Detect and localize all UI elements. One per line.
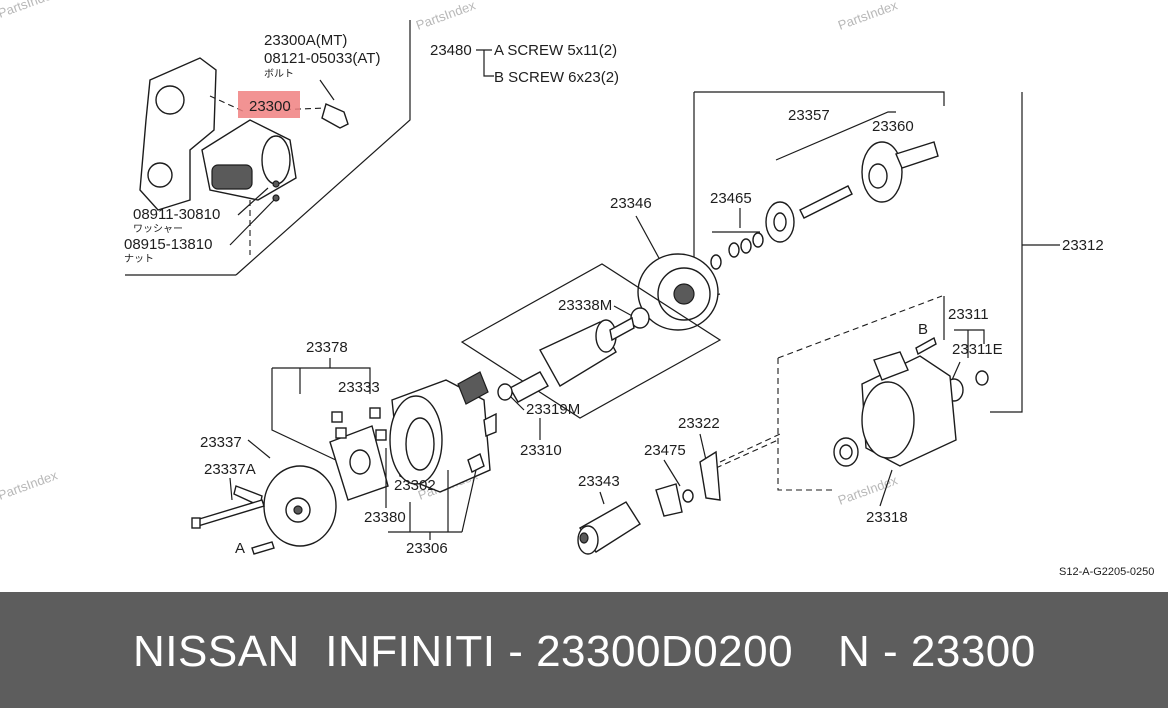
part-23306-small-parts[interactable] xyxy=(467,453,485,473)
callout-23343[interactable]: 23343 xyxy=(578,473,620,490)
callout-ref-a[interactable]: A xyxy=(235,540,245,557)
part-screw-b[interactable] xyxy=(915,336,937,356)
caption-part-number: NISSAN INFINITI - 23300D0200 xyxy=(133,627,794,676)
watermark: PartsIndex xyxy=(0,0,60,21)
part-23302-field-housing[interactable] xyxy=(389,371,497,493)
callout-screw-a[interactable]: A SCREW 5x11(2) xyxy=(494,42,617,59)
callout-23378[interactable]: 23378 xyxy=(306,339,348,356)
callout-23475[interactable]: 23475 xyxy=(644,442,686,459)
callout-23312[interactable]: 23312 xyxy=(1062,237,1104,254)
highlight-23300 xyxy=(238,91,300,118)
caption-diagram-number: N - 23300 xyxy=(838,627,1036,676)
callout-screw-b[interactable]: B SCREW 6x23(2) xyxy=(494,69,619,86)
callout-23318[interactable]: 23318 xyxy=(866,509,908,526)
callout-23306[interactable]: 23306 xyxy=(406,540,448,557)
part-screw-a[interactable] xyxy=(251,541,275,555)
part-23360-gear[interactable] xyxy=(765,201,795,243)
part-armature[interactable] xyxy=(509,316,635,403)
watermark: PartsIndex xyxy=(414,0,478,33)
part-23346-gear-housing[interactable] xyxy=(637,253,719,331)
part-23343-solenoid[interactable] xyxy=(577,501,641,555)
watermark: PartsIndex xyxy=(836,472,900,508)
callout-23360[interactable]: 23360 xyxy=(872,118,914,135)
part-23319m-bearing[interactable] xyxy=(497,383,513,401)
callout-23322[interactable]: 23322 xyxy=(678,415,720,432)
bolt-jp-label: ボルト xyxy=(264,68,294,80)
caption-bar: NISSAN INFINITI - 23300D0200 N - 23300 xyxy=(0,592,1168,708)
part-23322-lever[interactable] xyxy=(655,450,721,517)
callout-23465[interactable]: 23465 xyxy=(710,190,752,207)
callout-08915[interactable]: 08915-13810 xyxy=(124,236,212,253)
callout-23300-highlight[interactable]: 23300 xyxy=(249,98,291,115)
part-23337a-through-bolt[interactable] xyxy=(191,499,265,529)
part-23318-yoke[interactable] xyxy=(861,351,957,467)
callout-23346[interactable]: 23346 xyxy=(610,195,652,212)
callout-23300a-mt[interactable]: 23300A(MT) xyxy=(264,32,347,49)
part-23465-washers[interactable] xyxy=(710,232,764,270)
part-23360-pinion-clutch[interactable] xyxy=(861,141,939,203)
callout-23357[interactable]: 23357 xyxy=(788,107,830,124)
callout-23380[interactable]: 23380 xyxy=(364,509,406,526)
washer-jp-label: ワッシャー xyxy=(133,224,183,235)
callout-ref-b[interactable]: B xyxy=(918,321,928,338)
part-23318-seal[interactable] xyxy=(833,437,859,467)
callout-23311[interactable]: 23311 xyxy=(948,306,989,323)
callout-23310[interactable]: 23310 xyxy=(520,442,562,459)
reference-code: S12-A-G2205-0250 xyxy=(1059,566,1154,578)
callout-08121[interactable]: 08121-05033(AT) xyxy=(264,50,380,67)
callout-23333[interactable]: 23333 xyxy=(338,379,380,396)
nut-jp-label: ナット xyxy=(124,253,154,265)
callout-23480[interactable]: 23480 xyxy=(430,42,472,59)
part-23378-brush-holder[interactable] xyxy=(329,407,389,501)
callout-08911[interactable]: 08911-30810 xyxy=(133,206,220,223)
watermark: PartsIndex xyxy=(0,467,60,503)
callout-23302[interactable]: 23302 xyxy=(394,477,436,494)
callout-23311e[interactable]: 23311E xyxy=(952,341,1003,358)
callout-23319m[interactable]: 23319M xyxy=(526,401,580,418)
part-23357-shaft[interactable] xyxy=(799,185,853,219)
callout-23338m[interactable]: 23338M xyxy=(558,297,612,314)
watermark: PartsIndex xyxy=(836,0,900,33)
callout-23337a[interactable]: 23337A xyxy=(204,461,256,478)
callout-23337[interactable]: 23337 xyxy=(200,434,242,451)
starter-motor-exploded-diagram: PartsIndex PartsIndex PartsIndex PartsIn… xyxy=(0,0,1154,578)
